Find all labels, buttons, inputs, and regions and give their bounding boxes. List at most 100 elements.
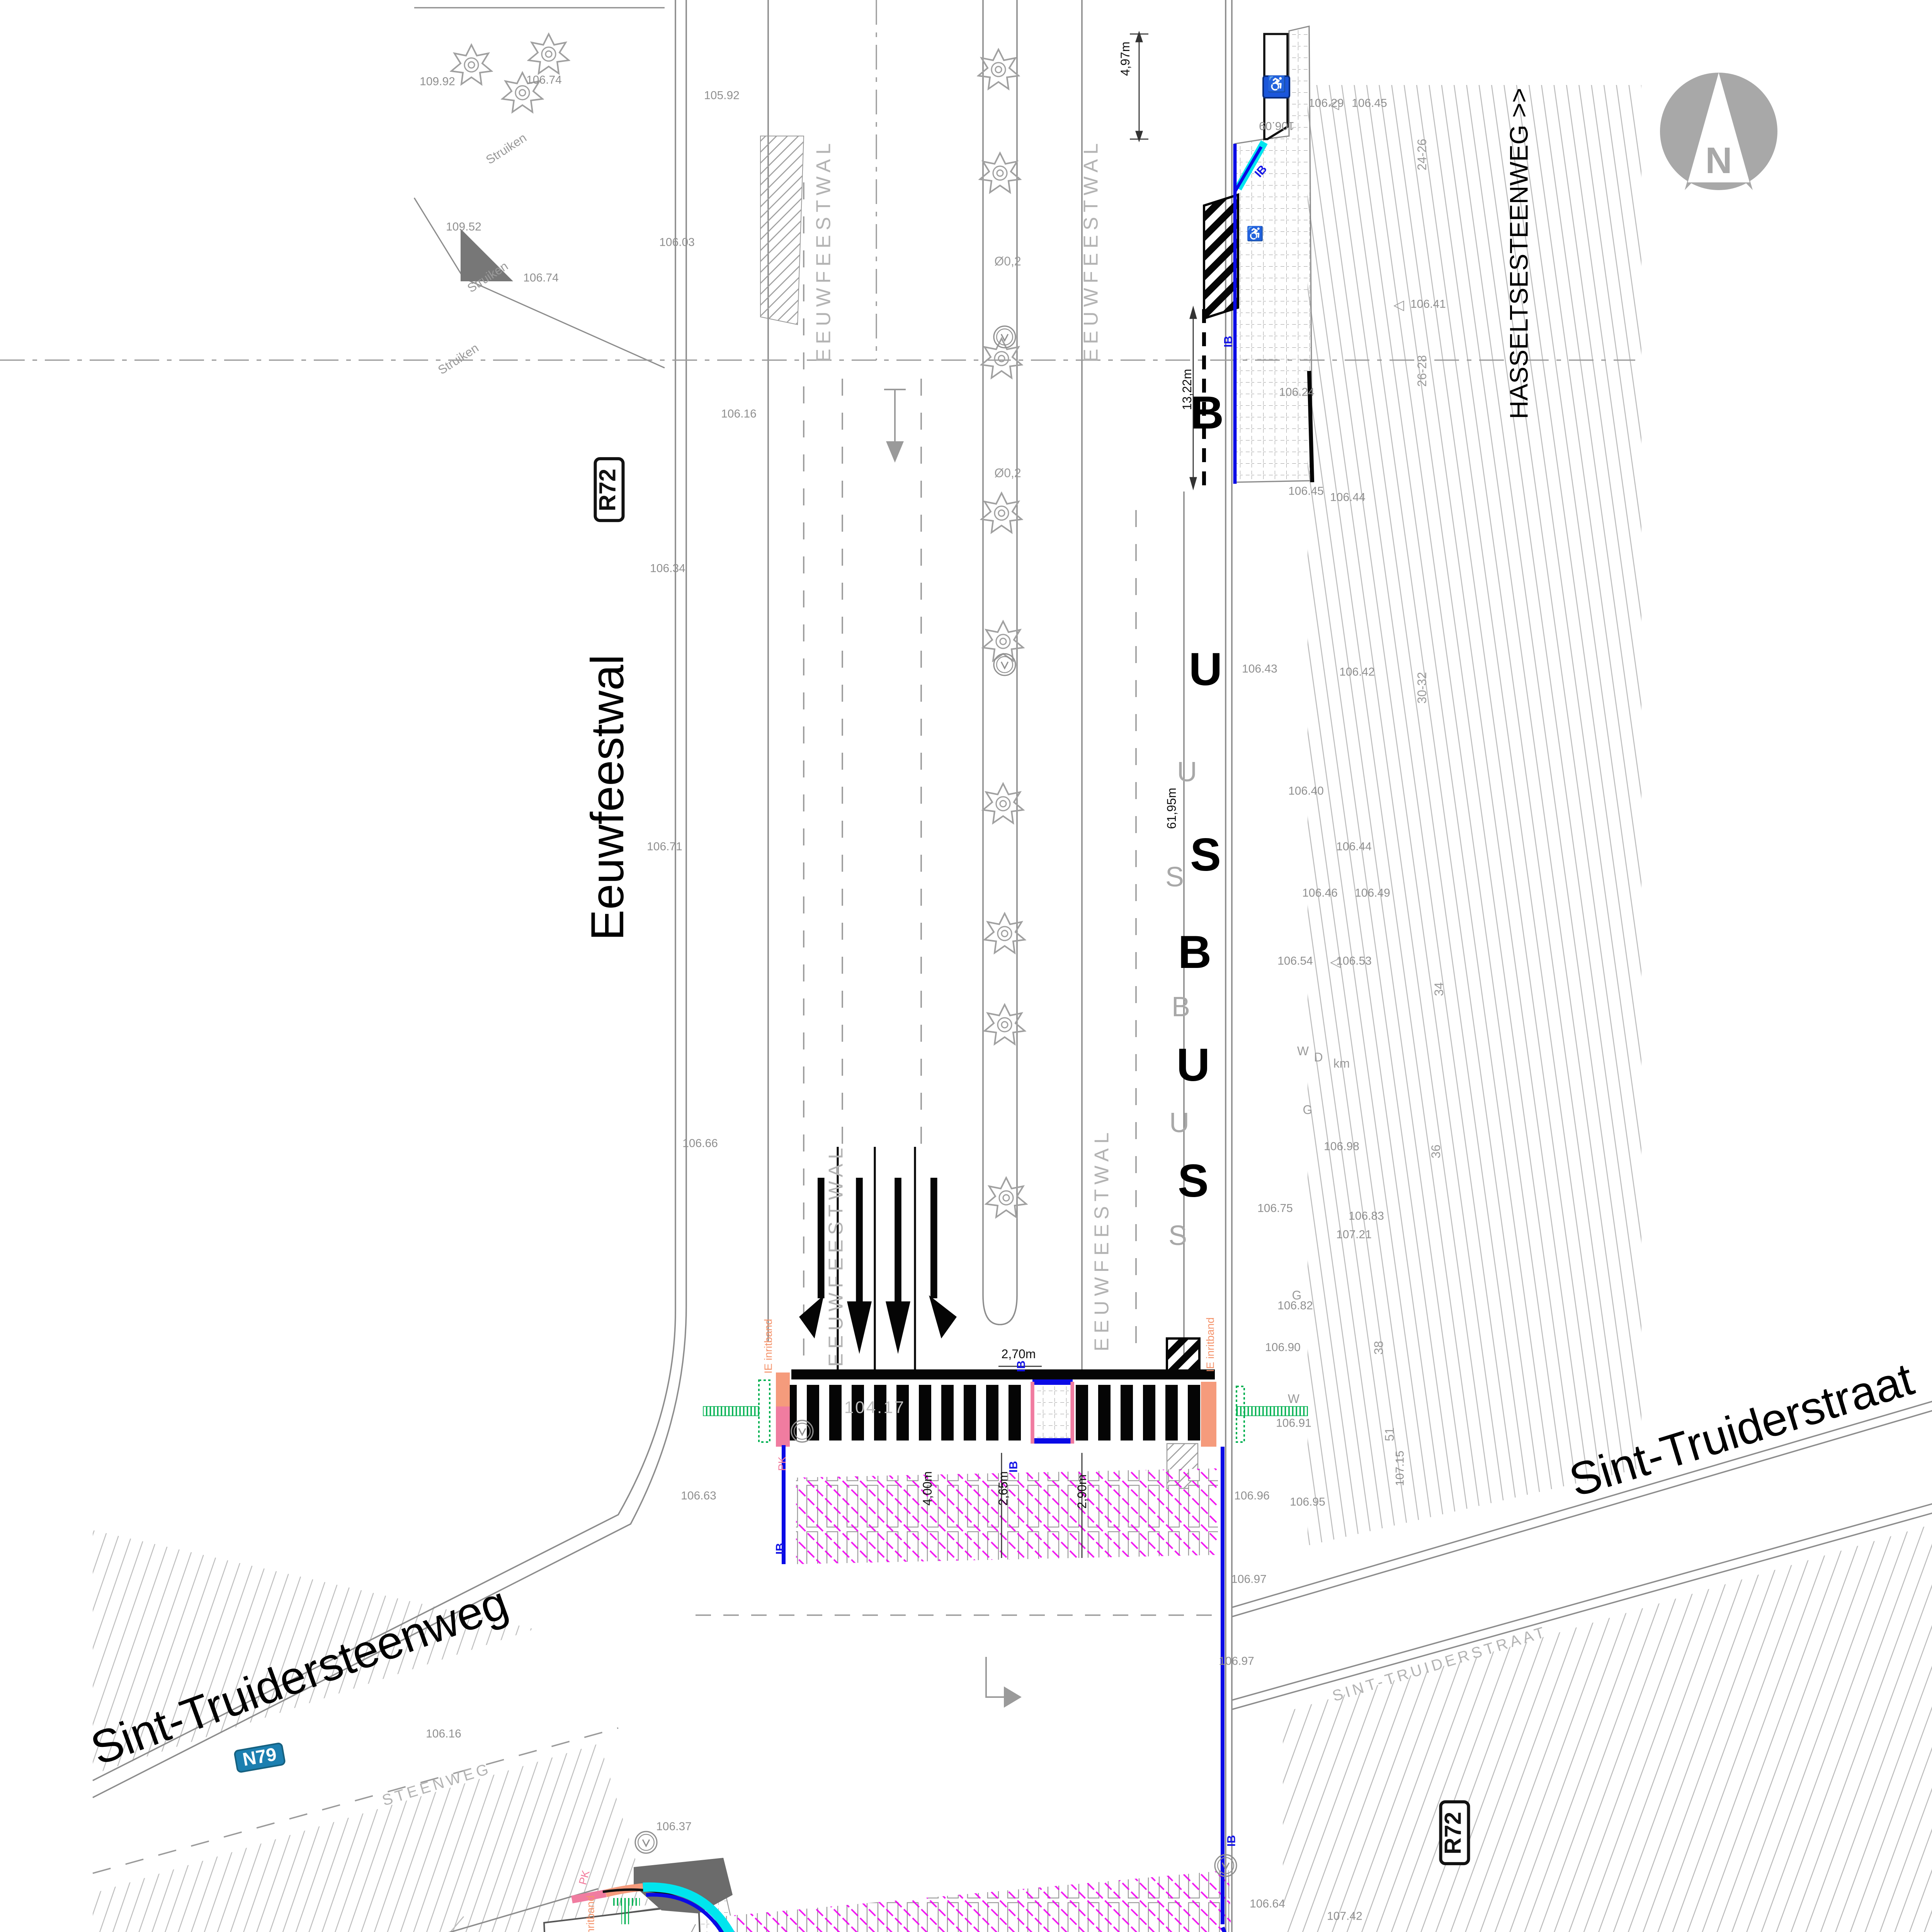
badge-r72-elisabethtwal: R72 xyxy=(1439,1801,1470,1866)
elevation: 107.15 xyxy=(1393,1451,1407,1486)
elevation: 106.95 xyxy=(1290,1495,1325,1509)
elevation: 106.97 xyxy=(1219,1654,1254,1668)
zebra-crossing-upper-left xyxy=(790,1385,1032,1440)
elevation: 106.46 xyxy=(1302,886,1338,900)
elevation: 106.40 xyxy=(1288,784,1324,798)
bus-lane-letter: U xyxy=(1176,1041,1210,1092)
tree-diameter-label: Ø0,2 xyxy=(994,255,1021,269)
elevation: 107.42 xyxy=(1327,1909,1362,1923)
bus-lane-letter-existing: U xyxy=(1177,757,1197,788)
elevation: 106.82 xyxy=(1277,1298,1313,1313)
elevation: 106.16 xyxy=(721,406,757,421)
existing-markings-removed xyxy=(720,1468,1231,1932)
survey-symbol: W xyxy=(1287,1392,1300,1406)
elevation: 109.52 xyxy=(446,219,481,234)
survey-text: Struiken xyxy=(483,131,529,167)
dimension-label: 2,90m xyxy=(1075,1474,1090,1509)
elevation: 106.54 xyxy=(1277,954,1313,968)
disabled-parking-existing-icon: ♿ xyxy=(1246,226,1264,242)
street-label-hasseltsesteenweg: HASSELTSESTEENWEG >> xyxy=(1506,88,1534,419)
threshold-hatch xyxy=(760,136,804,325)
parcel-hatch-north-east xyxy=(1308,85,1641,1546)
elevation: 106.37 xyxy=(656,1819,692,1833)
guide-arrows-gray xyxy=(884,389,1022,1708)
bus-lane-letter-existing: S xyxy=(1168,1220,1187,1252)
benchmark-triangle-icon: ◁ xyxy=(1393,297,1404,313)
curb-annotation: IB xyxy=(1224,1835,1238,1847)
house-number: 36 xyxy=(1429,1145,1444,1158)
elevation: 106.49 xyxy=(1355,886,1390,900)
north-arrow: N xyxy=(1660,73,1777,190)
traffic-island-upper xyxy=(1031,1379,1074,1444)
dimension-lines xyxy=(998,31,1197,1558)
curb-annotation: IB xyxy=(1221,336,1235,347)
bus-lane-letter: B xyxy=(1190,388,1224,439)
building-top-left xyxy=(461,229,513,281)
bus-lane-letter: S xyxy=(1190,830,1221,881)
elevation-existing: 104.17 xyxy=(844,1399,906,1418)
bus-lane-letter-existing: S xyxy=(1165,862,1184,893)
dimension-label: 13,22m xyxy=(1180,369,1195,410)
elevation: 106.24 xyxy=(1279,385,1315,399)
elevation: 109.92 xyxy=(420,74,455,88)
elevation: 106.98 xyxy=(1324,1139,1359,1153)
elevation: 106.43 xyxy=(1242,662,1277,676)
elevation: 106.96 xyxy=(1234,1488,1270,1503)
elevation: 106.66 xyxy=(682,1136,718,1150)
zebra-crossing-upper-right xyxy=(1073,1385,1201,1440)
dimension-label: 2,70m xyxy=(1001,1347,1036,1362)
street-label-sint-truidersteenweg: Sint-Truidersteenweg xyxy=(85,1577,515,1776)
elevation: 106.03 xyxy=(659,235,695,249)
dimension-label: 61,95m xyxy=(1165,787,1179,829)
elevation: 106.53 xyxy=(1336,954,1372,968)
elevation: 106.63 xyxy=(681,1488,716,1503)
survey-text: Struiken xyxy=(465,259,511,296)
survey-text: km xyxy=(1333,1057,1350,1071)
parcel-hatch-steenweg-south xyxy=(93,1743,649,1932)
curb-annotation: IE inritband xyxy=(586,1895,597,1932)
bus-lane-letter: U xyxy=(1189,645,1223,696)
elevation: 106.90 xyxy=(1265,1340,1301,1354)
elevation: 106.64 xyxy=(1250,1896,1285,1911)
survey-symbol: W xyxy=(1297,1044,1309,1059)
curb-annotation: IE inritband xyxy=(764,1319,775,1374)
house-number: 26-28 xyxy=(1415,355,1430,387)
lane-lines-dashed xyxy=(92,182,1213,1874)
survey-symbol: G xyxy=(1292,1289,1302,1303)
building-wedge xyxy=(634,1858,733,1913)
elevation: 106.44 xyxy=(1336,839,1372,854)
parcel-hatch-steenweg-north xyxy=(93,1530,535,1774)
dimension-label: 2,65m xyxy=(997,1471,1011,1506)
curb-bands xyxy=(571,140,1308,1932)
existing-street-name: EEUWFEESTWAL xyxy=(1090,1128,1113,1352)
bus-lane-letter: B xyxy=(1178,928,1212,979)
curb-annotation: IE inritband xyxy=(1206,1317,1217,1372)
elevation: 107.21 xyxy=(1336,1227,1372,1242)
elevation: 106.44 xyxy=(1330,490,1366,504)
bus-stop-hatch-marking xyxy=(1166,1337,1201,1377)
house-number: 38 xyxy=(1372,1341,1386,1355)
existing-street-name: EEUWFEESTWAL xyxy=(1079,138,1102,362)
elevation: 106.97 xyxy=(1231,1572,1267,1586)
survey-symbol: G xyxy=(1303,1103,1313,1117)
elevation: 106.34 xyxy=(650,561,685,575)
badge-n79: N79 xyxy=(233,1742,286,1773)
curb-annotation: IB xyxy=(1006,1461,1020,1473)
house-number: 30-32 xyxy=(1415,672,1430,704)
benchmark-triangle-icon: ◁ xyxy=(1330,954,1341,970)
badge-r72-eeuwfeestwal: R72 xyxy=(594,457,624,522)
existing-street-name: STEENWEG xyxy=(380,1761,494,1810)
building-outlines-top-left xyxy=(413,7,665,369)
elevation: 106.71 xyxy=(647,839,682,854)
street-label-eeuwfeestwal: Eeuwfeestwal xyxy=(583,654,634,941)
tree-diameter-label: Ø0,2 xyxy=(994,466,1021,481)
curb-annotation: IB xyxy=(1014,1361,1028,1372)
benchmark-triangle-icon: ◁ xyxy=(1328,96,1339,112)
bus-lane-letter-existing: U xyxy=(1169,1107,1189,1139)
house-number: 24-26 xyxy=(1415,139,1430,170)
house-number: 51 xyxy=(1383,1427,1397,1441)
